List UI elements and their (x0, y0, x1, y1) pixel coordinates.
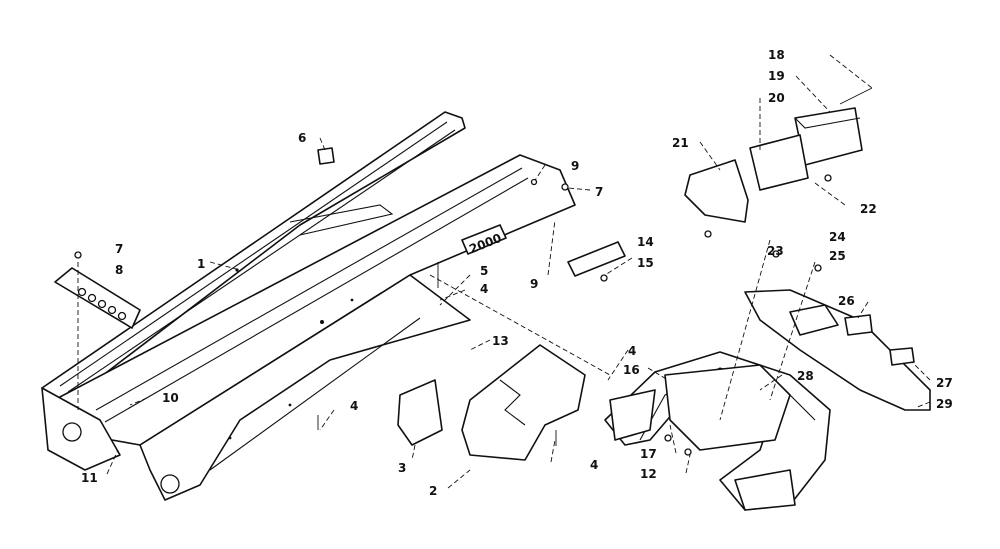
flap-2 (461, 344, 586, 461)
callout-20: 20 (768, 91, 785, 105)
callout-28: 28 (797, 369, 814, 383)
callout-15: 15 (637, 256, 654, 270)
callout-7b: 7 (595, 185, 603, 199)
callout-4c: 4 (590, 458, 598, 472)
callout-11: 11 (81, 471, 98, 485)
plate-14 (567, 241, 626, 277)
decal-27 (889, 347, 915, 366)
callout-14: 14 (637, 235, 654, 249)
callout-5: 5 (480, 264, 488, 278)
decal-6 (317, 147, 335, 165)
callout-4a: 4 (480, 282, 488, 296)
callout-8: 8 (115, 263, 123, 277)
callout-7a: 7 (115, 242, 123, 256)
callout-26: 26 (838, 294, 855, 308)
callout-27: 27 (936, 376, 953, 390)
rear-cover (744, 289, 931, 411)
callout-25: 25 (829, 249, 846, 263)
leader-lines (77, 54, 931, 489)
callout-3: 3 (398, 461, 406, 475)
callout-22: 22 (860, 202, 877, 216)
callout-4d: 4 (628, 344, 636, 358)
bracket-3 (397, 379, 443, 446)
callout-23: 23 (767, 244, 784, 258)
callout-6: 6 (298, 131, 306, 145)
callout-17: 17 (640, 447, 657, 461)
callout-9b: 9 (530, 277, 538, 291)
perforated-cover (54, 267, 141, 329)
callout-labels: 1 2 3 4 4 4 4 5 6 7 7 8 9 9 10 11 12 13 … (81, 48, 953, 498)
callout-16: 16 (623, 363, 640, 377)
decal-26 (844, 314, 873, 336)
tunnel-assembly: 2000 (41, 111, 576, 501)
taillight-housing (794, 107, 863, 166)
callout-19: 19 (768, 69, 785, 83)
hardware-marks (74, 174, 832, 456)
callout-29: 29 (936, 397, 953, 411)
callout-24: 24 (829, 230, 846, 244)
callout-1: 1 (197, 257, 205, 271)
callout-10: 10 (162, 391, 179, 405)
callout-21: 21 (672, 136, 689, 150)
callout-18: 18 (768, 48, 785, 62)
housing-21 (684, 159, 749, 223)
callout-9a: 9 (571, 159, 579, 173)
lens-plate (749, 134, 809, 191)
flap-28 (664, 364, 791, 451)
callout-2: 2 (429, 484, 437, 498)
callout-4b: 4 (350, 399, 358, 413)
callout-13: 13 (492, 334, 509, 348)
callout-12: 12 (640, 467, 657, 481)
